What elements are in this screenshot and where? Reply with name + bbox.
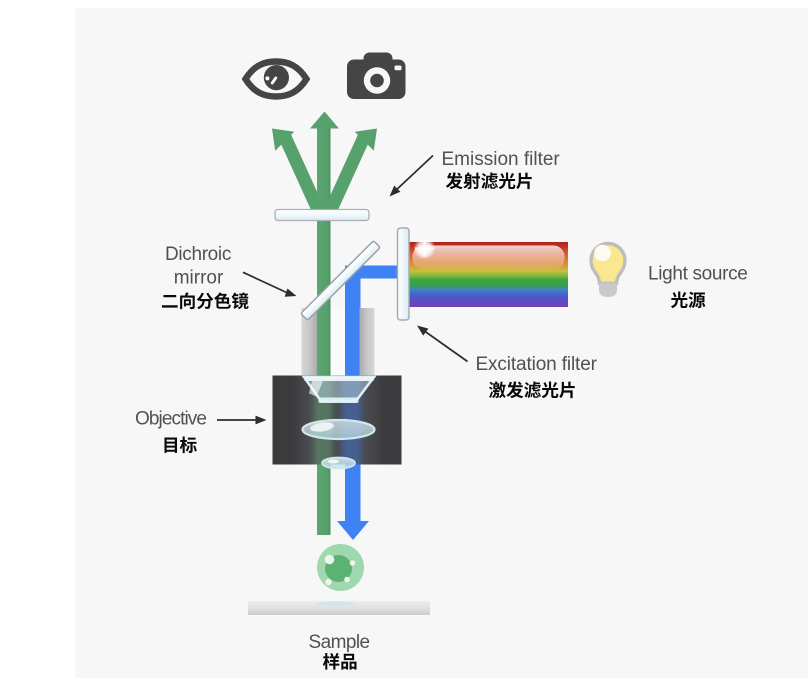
svg-text:Excitation filter: Excitation filter xyxy=(476,354,598,375)
svg-text:Emission filter: Emission filter xyxy=(442,149,561,170)
svg-text:Sample: Sample xyxy=(308,632,369,653)
svg-text:Light source: Light source xyxy=(648,264,748,285)
svg-text:Dichroic: Dichroic xyxy=(165,244,231,265)
svg-text:Objective: Objective xyxy=(135,409,206,430)
svg-text:mirror: mirror xyxy=(174,267,224,288)
